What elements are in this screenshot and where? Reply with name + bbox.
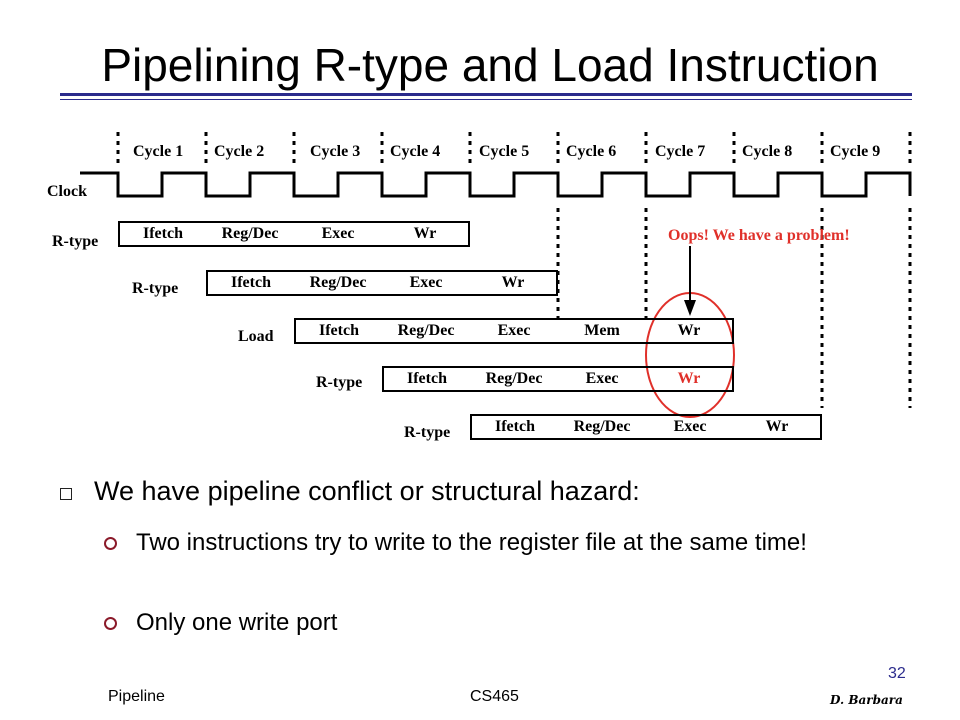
title-underline [60, 93, 912, 96]
conflict-circle [645, 292, 735, 418]
row2-wr: Wr [470, 270, 558, 296]
problem-callout: Oops! We have a problem! [668, 227, 850, 244]
row1-ifetch: Ifetch [118, 221, 206, 247]
row2-exec: Exec [382, 270, 470, 296]
row-label-2: R-type [132, 280, 179, 297]
sub-bullet-2-text: Only one write port [136, 609, 338, 636]
row3-ifetch: Ifetch [294, 318, 382, 344]
slide-title: Pipelining R-type and Load Instruction [101, 39, 879, 91]
row3-regdec: Reg/Dec [382, 318, 470, 344]
row5-regdec: Reg/Dec [558, 414, 646, 440]
title-underline-thin [60, 99, 912, 100]
row5-wr: Wr [734, 414, 822, 440]
cycle-label-7: Cycle 7 [655, 143, 706, 160]
row3-mem: Mem [558, 318, 646, 344]
row5-exec: Exec [646, 414, 734, 440]
circle-bullet-icon [104, 537, 117, 550]
row2-ifetch: Ifetch [206, 270, 294, 296]
row5-ifetch: Ifetch [470, 414, 558, 440]
bullet-main-text: We have pipeline conflict or structural … [94, 476, 640, 506]
footer-left: Pipeline [108, 688, 165, 705]
clock-label: Clock [47, 183, 87, 200]
row2-regdec: Reg/Dec [294, 270, 382, 296]
row4-wr: Wr [646, 366, 734, 392]
cycle-label-9: Cycle 9 [830, 143, 881, 160]
cycle-label-8: Cycle 8 [742, 143, 793, 160]
cycle-label-1: Cycle 1 [133, 143, 184, 160]
cycle-label-4: Cycle 4 [390, 143, 441, 160]
row1-regdec: Reg/Dec [206, 221, 294, 247]
sub-bullet-1-text: Two instructions try to write to the reg… [136, 529, 807, 556]
author-name: D. Barbara [830, 693, 903, 707]
circle-bullet-icon [104, 617, 117, 630]
row-label-3: Load [238, 328, 274, 345]
footer-center: CS465 [470, 688, 519, 705]
row4-exec: Exec [558, 366, 646, 392]
row4-regdec: Reg/Dec [470, 366, 558, 392]
row1-wr: Wr [382, 221, 470, 247]
cycle-label-5: Cycle 5 [479, 143, 530, 160]
problem-arrow-head [684, 300, 696, 316]
row-label-5: R-type [404, 424, 451, 441]
row1-exec: Exec [294, 221, 382, 247]
row-label-1: R-type [52, 233, 99, 250]
cycle-label-6: Cycle 6 [566, 143, 617, 160]
page-number: 32 [888, 665, 906, 682]
row-label-4: R-type [316, 374, 363, 391]
clock-waveform [80, 171, 912, 198]
row3-exec: Exec [470, 318, 558, 344]
cycle-label-2: Cycle 2 [214, 143, 265, 160]
row4-ifetch: Ifetch [382, 366, 470, 392]
square-bullet-icon [60, 488, 72, 500]
cycle-label-3: Cycle 3 [310, 143, 361, 160]
row3-wr: Wr [646, 318, 734, 344]
